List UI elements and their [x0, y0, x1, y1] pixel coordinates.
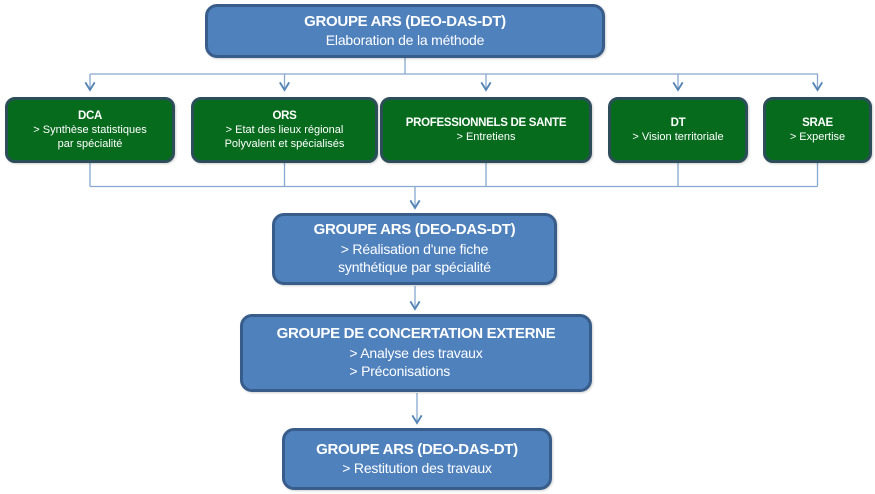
box-line: > Analyse des travaux	[349, 345, 483, 362]
box-title: DCA	[77, 109, 102, 122]
box-line: > Vision territoriale	[632, 131, 724, 144]
box-line: > Réalisation d'une fiche	[340, 241, 489, 258]
box-line: Polyvalent et spécialisés	[224, 138, 345, 151]
box-dca: DCA > Synthèse statistiques par spéciali…	[5, 97, 175, 163]
box-line: > Etat des lieux régional	[225, 123, 344, 136]
box-ors: ORS > Etat des lieux régional Polyvalent…	[191, 97, 378, 163]
box-line: synthétique par spécialité	[338, 259, 491, 276]
box-title: PROFESSIONNELS DE SANTE	[405, 116, 567, 129]
box-groupe-ars-restitution: GROUPE ARS (DEO-DAS-DT) > Restitution de…	[282, 428, 552, 490]
box-line: > Expertise	[789, 131, 846, 144]
box-line: par spécialité	[57, 138, 123, 151]
box-line: > Préconisations	[349, 363, 451, 380]
box-groupe-concertation-externe: GROUPE DE CONCERTATION EXTERNE > Analyse…	[240, 314, 592, 392]
box-title: ORS	[272, 109, 297, 122]
box-title: GROUPE ARS (DEO-DAS-DT)	[313, 221, 516, 239]
box-groupe-ars-methode: GROUPE ARS (DEO-DAS-DT) Elaboration de l…	[205, 4, 605, 58]
box-title: GROUPE ARS (DEO-DAS-DT)	[316, 440, 518, 458]
box-title: GROUPE ARS (DEO-DAS-DT)	[304, 12, 506, 30]
box-line-group: > Analyse des travaux > Préconisations	[349, 344, 482, 380]
box-line: > Restitution des travaux	[342, 460, 492, 477]
box-title: GROUPE DE CONCERTATION EXTERNE	[276, 325, 556, 343]
box-title: DT	[670, 116, 686, 129]
box-line: > Synthèse statistiques	[33, 123, 147, 136]
box-srae: SRAE > Expertise	[763, 97, 872, 163]
box-professionnels-de-sante: PROFESSIONNELS DE SANTE > Entretiens	[380, 97, 592, 163]
box-line: Elaboration de la méthode	[325, 32, 485, 49]
box-title: SRAE	[802, 116, 833, 129]
box-line: > Entretiens	[456, 131, 516, 144]
box-groupe-ars-fiche: GROUPE ARS (DEO-DAS-DT) > Réalisation d'…	[272, 213, 557, 285]
box-dt: DT > Vision territoriale	[608, 97, 748, 163]
